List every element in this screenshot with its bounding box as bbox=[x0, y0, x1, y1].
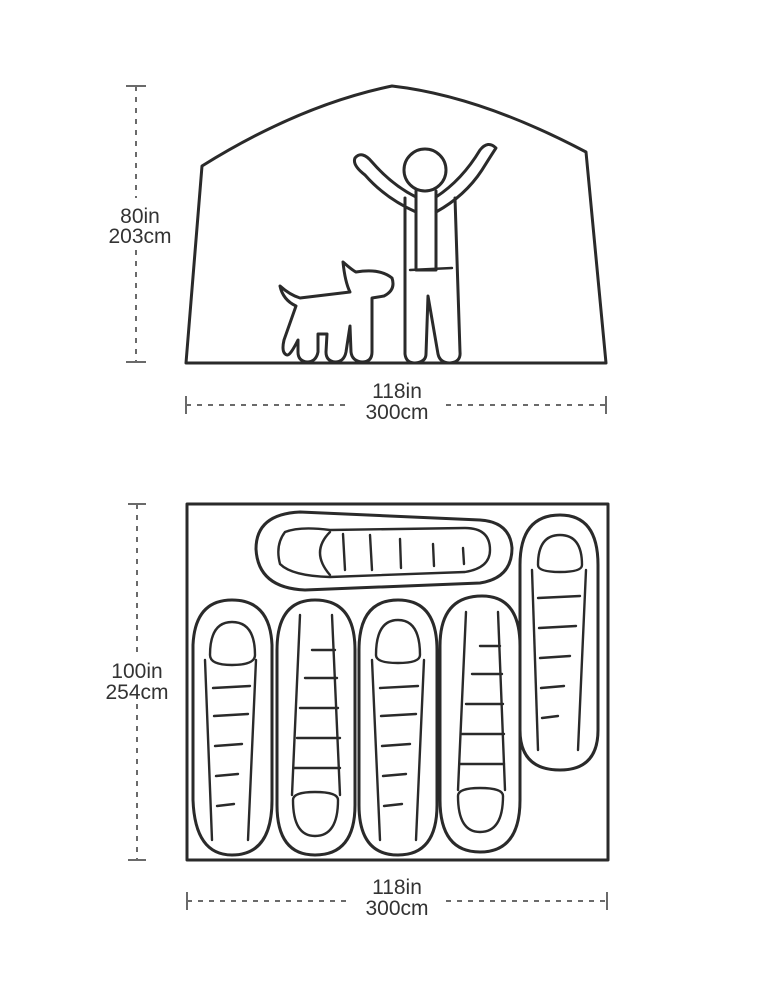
floor-outline bbox=[185, 502, 610, 862]
sleeping-bag-1 bbox=[191, 598, 274, 857]
front-height-dimension: 80in 203cm bbox=[108, 85, 172, 363]
dog-icon bbox=[278, 260, 395, 364]
front-width-in-label: 118in bbox=[372, 380, 422, 403]
front-height-cm-label: 203cm bbox=[108, 225, 171, 248]
front-width-cm-label: 300cm bbox=[365, 401, 428, 424]
floor-plan: 100in 254cm 118in 300cm bbox=[105, 502, 610, 920]
sleeping-bag-horizontal bbox=[254, 510, 514, 592]
sleeping-bag-2 bbox=[275, 598, 357, 857]
floor-depth-cm-label: 254cm bbox=[105, 681, 168, 704]
front-width-dimension: 118in 300cm bbox=[185, 380, 607, 424]
sleeping-bag-5 bbox=[518, 513, 600, 772]
floor-width-dimension: 118in 300cm bbox=[186, 876, 608, 920]
front-height-in-label: 80in bbox=[120, 205, 160, 228]
floor-depth-dimension: 100in 254cm bbox=[105, 503, 169, 861]
sleeping-bag-3 bbox=[357, 598, 439, 857]
floor-width-in-label: 118in bbox=[372, 876, 422, 899]
tent-silhouette bbox=[184, 84, 608, 365]
floor-depth-in-label: 100in bbox=[111, 660, 162, 683]
floor-width-cm-label: 300cm bbox=[365, 897, 428, 920]
person-icon bbox=[353, 143, 498, 365]
sleeping-bag-4 bbox=[438, 594, 522, 854]
front-view: 80in 203cm 118in 300cm bbox=[108, 84, 608, 424]
